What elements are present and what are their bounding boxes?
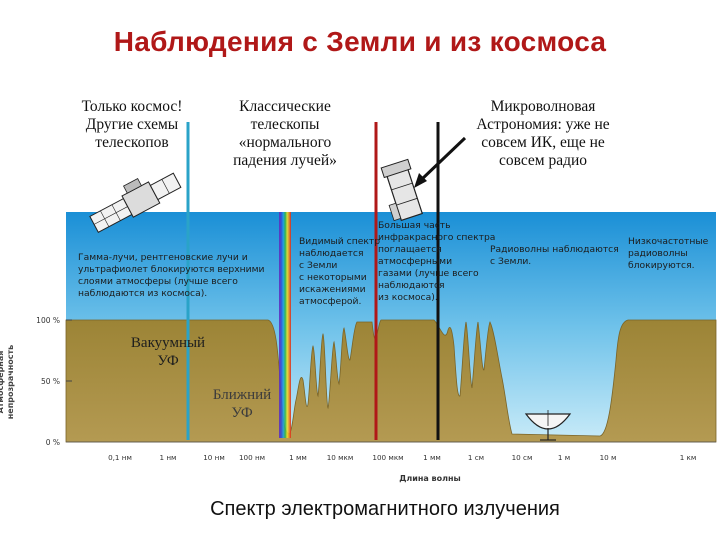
slide-title: Наблюдения с Земли и из космоса (113, 26, 607, 57)
note-gamma: Гамма-лучи, рентгеновские лучи и ультраф… (78, 252, 265, 299)
note-visible: Видимый спектр наблюдается с Земли с нек… (299, 236, 381, 307)
note-infrared: Большая часть инфракрасного спектра погл… (378, 220, 496, 303)
telescope-icon (380, 158, 424, 222)
caption-microwave: Микроволновая Астрономия: уже не совсем … (476, 98, 610, 169)
x-tick: 1 см (467, 453, 485, 462)
y-tick: 100 % (36, 316, 60, 325)
radio-dish-icon (524, 410, 572, 441)
x-tick: 1 мм (289, 453, 307, 462)
x-tick: 10 см (511, 453, 533, 462)
x-tick: 100 нм (238, 453, 266, 462)
x-tick: 10 нм (203, 453, 225, 462)
note-radio: Радиоволны наблюдаются с Земли. (490, 244, 619, 267)
x-tick: 1 мм (423, 453, 441, 462)
arrow-icon (414, 136, 467, 188)
note-lowfreq: Низкочастотные радиоволны блокируются. (628, 236, 709, 271)
y-tick: 50 % (40, 377, 60, 386)
x-tick: 100 мкм (372, 453, 404, 462)
y-axis-label: Атмосферная непрозрачность (0, 344, 15, 420)
opacity-curve (65, 319, 717, 443)
label-vacuum-uv: Вакуумный УФ (130, 335, 206, 369)
slide-caption: Спектр электромагнитного излучения (210, 498, 560, 520)
caption-classic-telescopes: Классические телескопы «нормального паде… (233, 98, 337, 169)
x-tick: 1 км (679, 453, 697, 462)
x-axis-label: Длина волны (399, 474, 461, 483)
x-tick: 10 мкм (326, 453, 354, 462)
y-tick: 0 % (45, 438, 60, 447)
satellite-icon (89, 172, 182, 234)
x-tick: 1 м (557, 453, 571, 462)
label-near-uv: Ближний УФ (212, 387, 272, 421)
visible-band (279, 212, 291, 438)
caption-space-only: Только космос! Другие схемы телескопов (81, 98, 183, 151)
x-tick: 10 м (599, 453, 617, 462)
x-tick: 1 нм (159, 453, 177, 462)
x-tick: 0,1 нм (108, 453, 132, 462)
